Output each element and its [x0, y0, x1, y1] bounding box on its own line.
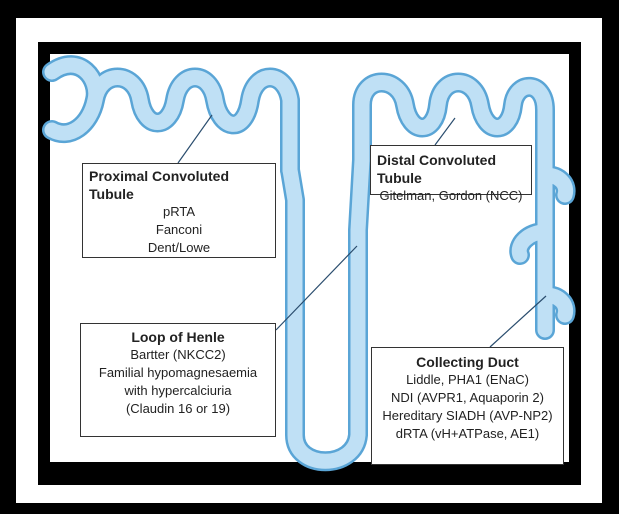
- collecting-item: Liddle, PHA1 (ENaC): [406, 372, 529, 387]
- proximal-item: pRTA: [162, 204, 196, 219]
- collecting-duct-box: Collecting Duct Liddle, PHA1 (ENaC) NDI …: [371, 347, 564, 465]
- proximal-tubule-box: Proximal Convoluted Tubule pRTA Fanconi …: [82, 163, 276, 258]
- collecting-item: dRTA (vH+ATPase, AE1): [395, 426, 540, 441]
- collecting-title: Collecting Duct: [416, 354, 519, 370]
- distal-title: Distal Convoluted Tubule: [377, 152, 497, 186]
- loop-item: Bartter (NKCC2): [130, 347, 226, 362]
- collecting-item: Hereditary SIADH (AVP-NP2): [382, 408, 553, 423]
- distal-item: Gitelman, Gordon (NCC): [379, 188, 523, 203]
- proximal-item: Fanconi: [155, 222, 203, 237]
- loop-of-henle-box: Loop of Henle Bartter (NKCC2) Familial h…: [80, 323, 276, 437]
- proximal-title: Proximal Convoluted Tubule: [89, 168, 230, 202]
- loop-item: with hypercalciuria: [124, 383, 232, 398]
- pointer-loop: [275, 245, 358, 331]
- loop-item: Familial hypomagnesaemia: [98, 365, 258, 380]
- proximal-item: Dent/Lowe: [147, 240, 211, 255]
- distal-tubule-box: Distal Convoluted Tubule Gitelman, Gordo…: [370, 145, 532, 203]
- loop-item: (Claudin 16 or 19): [125, 401, 231, 416]
- collecting-item: NDI (AVPR1, Aquaporin 2): [391, 390, 544, 405]
- pointer-proximal: [177, 114, 213, 164]
- pointer-distal: [434, 117, 456, 146]
- pointer-collecting: [489, 295, 547, 348]
- loop-title: Loop of Henle: [131, 329, 225, 345]
